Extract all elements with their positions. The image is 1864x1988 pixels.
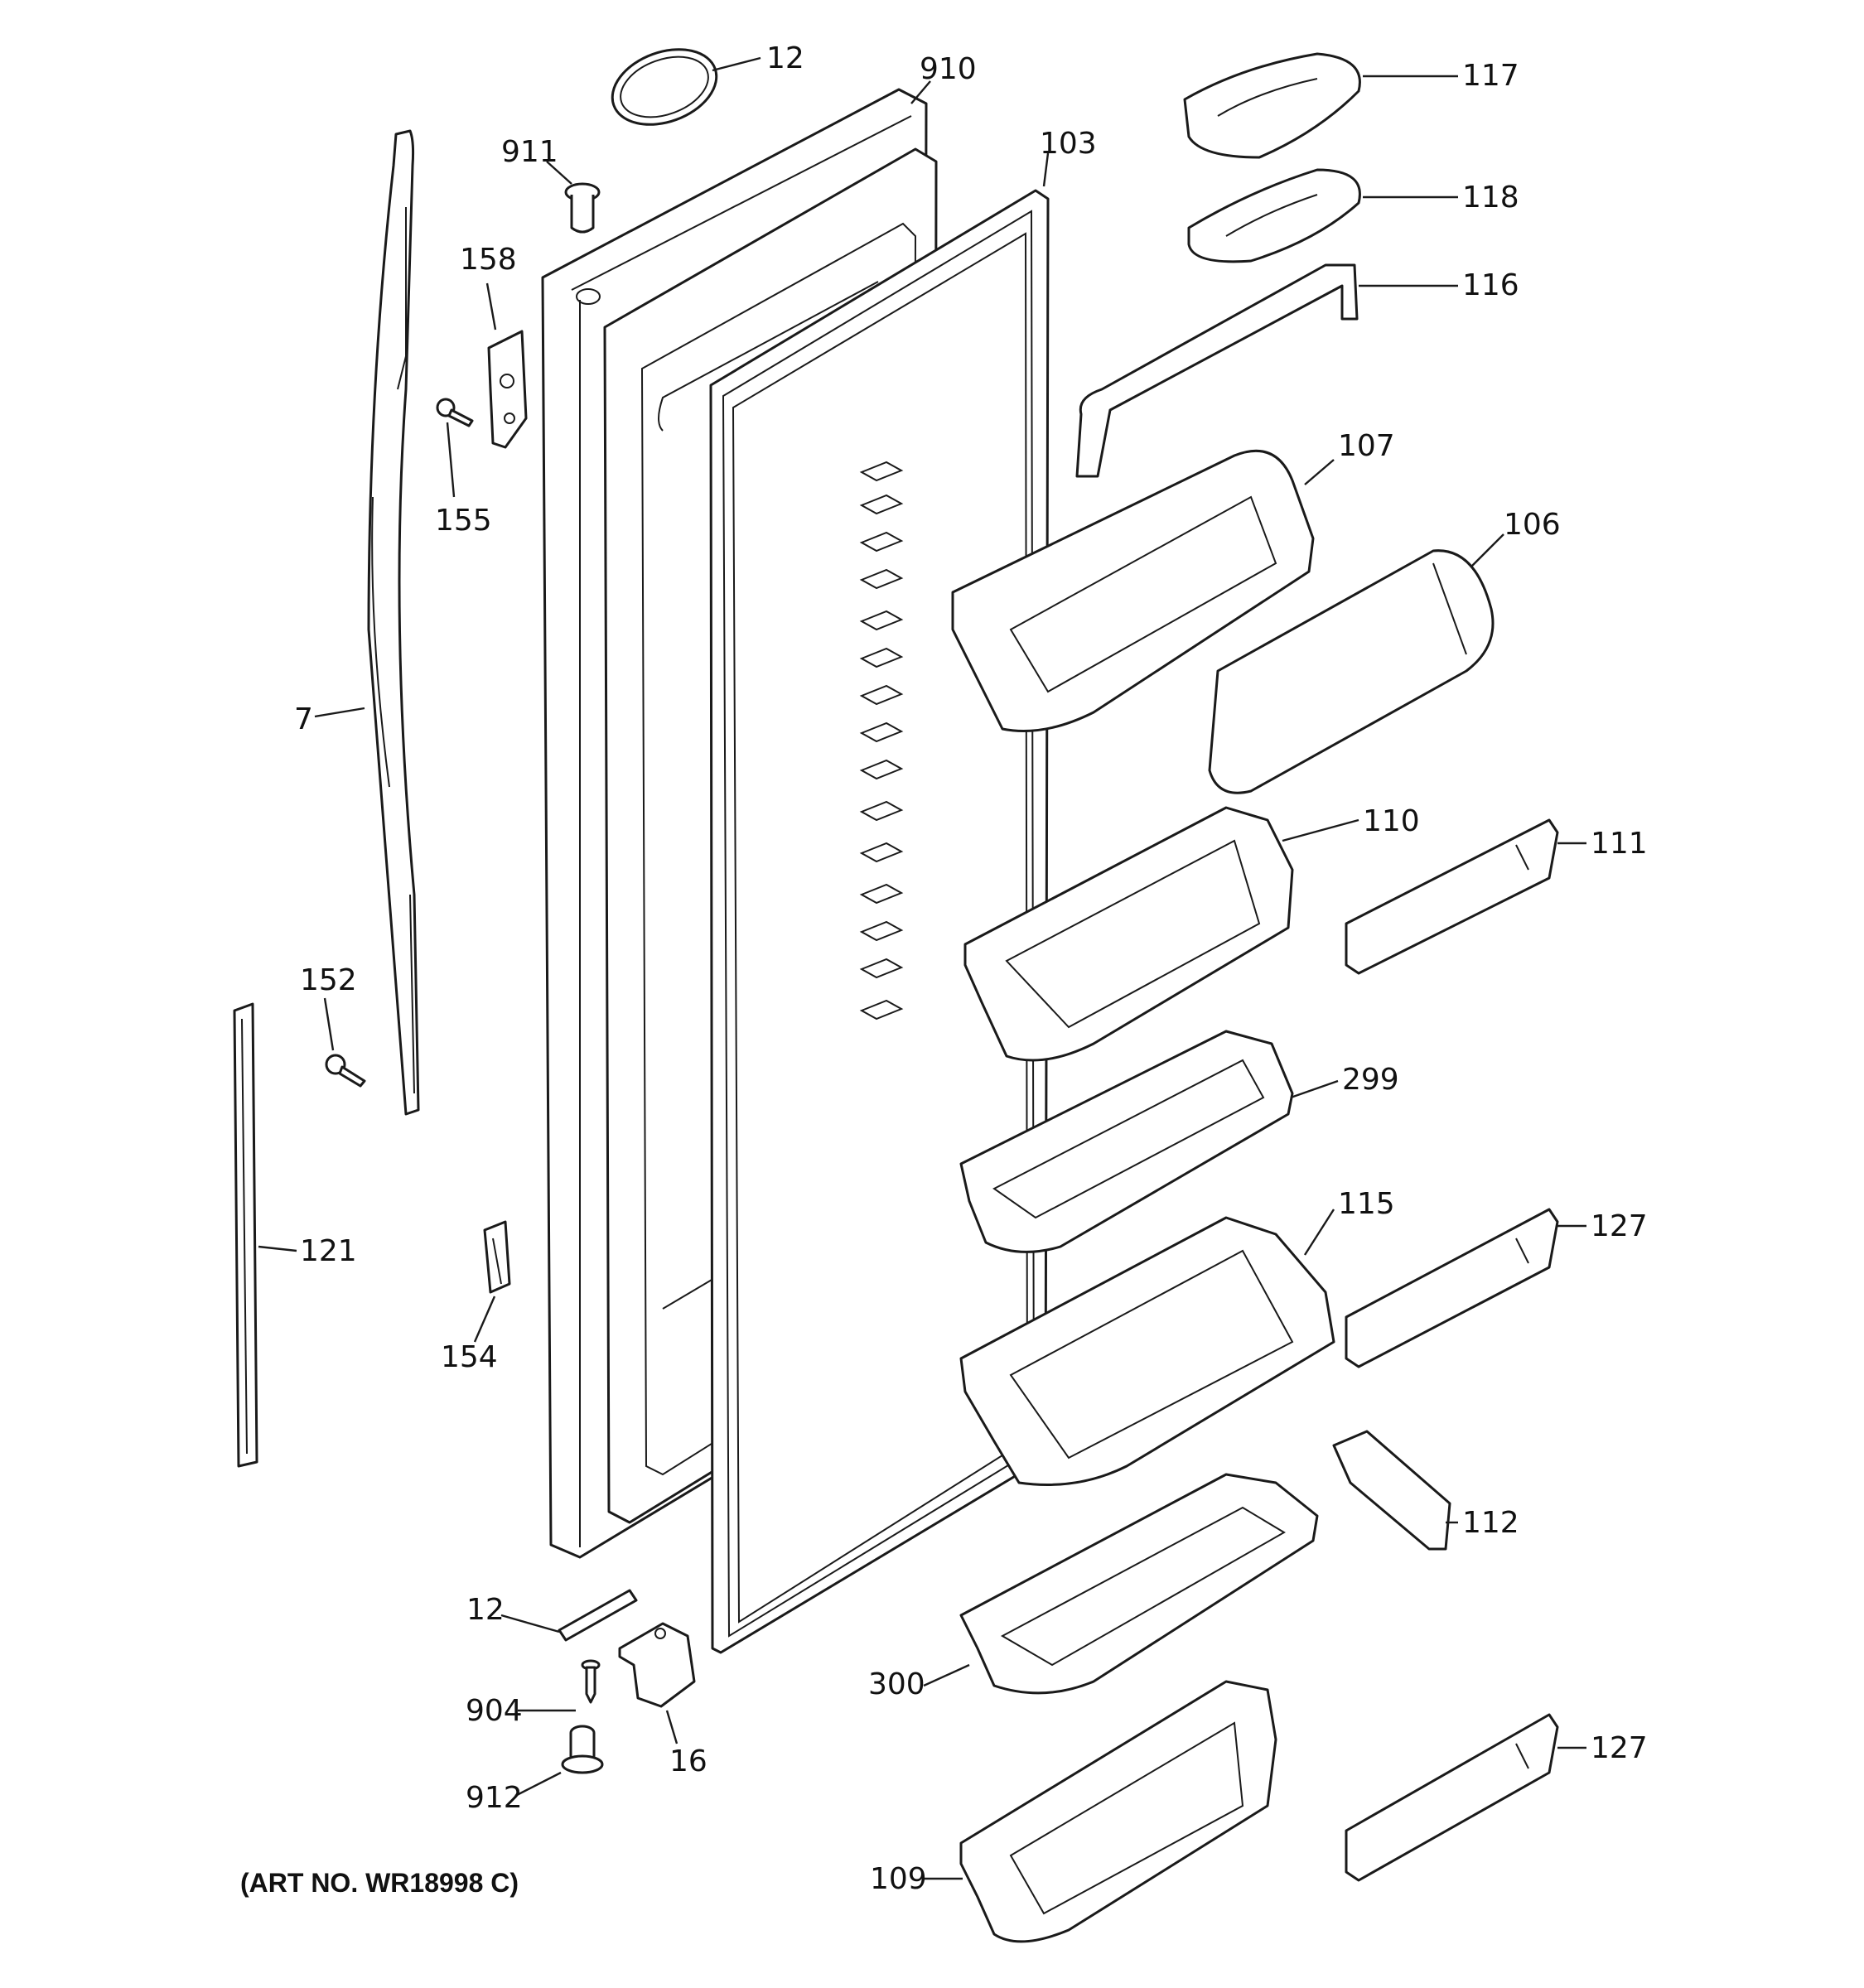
- callout-117: 117: [1462, 59, 1519, 93]
- callout-904: 904: [466, 1694, 523, 1728]
- callout-299: 299: [1342, 1063, 1399, 1097]
- door-bin-cover-106: [1208, 549, 1495, 794]
- dispenser-cover: [1183, 52, 1361, 159]
- callout-127-upper: 127: [1591, 1209, 1648, 1243]
- callout-910: 910: [920, 52, 977, 86]
- callout-912: 912: [466, 1781, 523, 1815]
- door-handle: [367, 129, 420, 1116]
- hinge-shim: [558, 1589, 638, 1642]
- cap-ring: [611, 48, 718, 126]
- callout-121: 121: [300, 1234, 357, 1268]
- callout-127-lower: 127: [1591, 1731, 1648, 1765]
- bin-end-cover-127-upper: [1345, 1208, 1559, 1368]
- trim-strip: [233, 1002, 258, 1468]
- callout-7: 7: [294, 702, 313, 736]
- liner-shelf-clips: [859, 461, 904, 1021]
- callout-labels: 12 910 911 103 117 118 116 158 155 107 1…: [294, 41, 1648, 1896]
- callout-16: 16: [669, 1744, 707, 1778]
- door-bin-109: [959, 1680, 1277, 1943]
- callout-12: 12: [466, 1593, 505, 1627]
- callout-300: 300: [868, 1667, 925, 1701]
- bottom-hinge: [618, 1622, 696, 1708]
- bin-end-cover-111: [1345, 818, 1559, 975]
- callout-110: 110: [1363, 804, 1420, 838]
- callout-911: 911: [501, 135, 558, 169]
- callout-155: 158: [460, 243, 517, 277]
- door-stop: [483, 1220, 511, 1294]
- hinge-bushing-top: [564, 182, 601, 234]
- callout-118: 118: [1462, 181, 1519, 215]
- dispenser-tray: [1187, 168, 1361, 263]
- door-bin-107: [951, 449, 1315, 732]
- hinge-bracket: [487, 330, 528, 449]
- bin-end-cover-127-lower: [1345, 1713, 1559, 1882]
- callout-152: 152: [300, 963, 357, 997]
- callout-109: 109: [870, 1862, 927, 1896]
- callout-107: 107: [1338, 429, 1395, 463]
- screw-904: [581, 1659, 601, 1704]
- door-bin-300: [959, 1473, 1319, 1695]
- callout-106: 106: [1504, 508, 1561, 542]
- art-number: (ART NO. WR18998 C): [240, 1868, 519, 1898]
- leader-lines: [258, 56, 1586, 1880]
- screw-154: [436, 398, 474, 427]
- callout-103: 103: [1040, 127, 1097, 161]
- screw-152: [325, 1054, 366, 1088]
- callout-154: 155: [435, 504, 492, 538]
- dairy-bar: [1075, 263, 1359, 478]
- callout-158: 154: [441, 1340, 498, 1374]
- callout-116: 116: [1462, 268, 1519, 302]
- door-bin-110: [963, 806, 1294, 1062]
- door-bin-115: [959, 1216, 1335, 1486]
- callout-115: 115: [1338, 1187, 1395, 1221]
- hinge-bushing-bottom: [561, 1725, 604, 1774]
- callout-111: 111: [1591, 827, 1648, 861]
- bin-clip-112: [1332, 1430, 1451, 1551]
- callout-112: 112: [1462, 1506, 1519, 1540]
- callout-104: 12: [766, 41, 804, 75]
